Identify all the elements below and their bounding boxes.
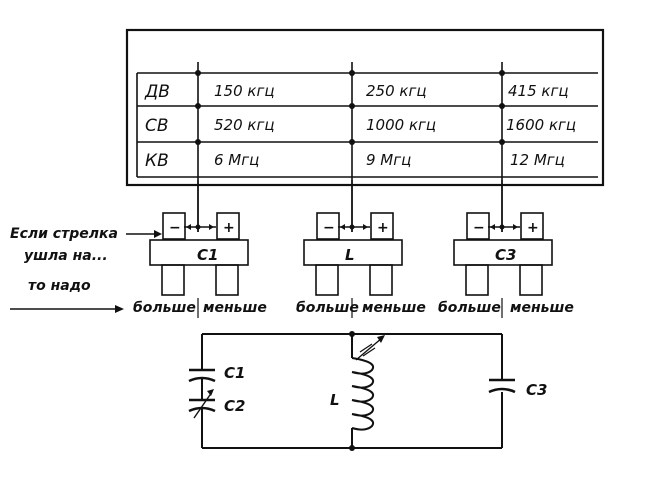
minus-sign: − xyxy=(323,220,335,236)
inductor-coil xyxy=(351,357,374,431)
inductor-variable-arrowhead xyxy=(377,335,385,343)
frequency-table: ДВ 150 кгц 250 кгц 415 кгц СВ 520 кгц 10… xyxy=(125,28,605,187)
minus-terminal xyxy=(162,212,186,240)
freq-cell: 12 Мгц xyxy=(510,151,565,169)
inductor-variable-arrow xyxy=(355,337,383,361)
minus-terminal xyxy=(466,212,490,240)
plus-terminal xyxy=(370,212,394,240)
junction-dot xyxy=(349,103,355,109)
instrument-leg-right xyxy=(215,264,239,296)
band-label-dv: ДВ xyxy=(144,82,170,102)
c3-plate-bottom xyxy=(488,387,516,394)
plus-terminal xyxy=(520,212,544,240)
inductor-core-line xyxy=(362,347,376,357)
plus-sign: + xyxy=(223,220,235,236)
needle-pivot xyxy=(499,224,505,230)
junction-dot xyxy=(349,139,355,145)
note-line-2: ушла на... xyxy=(24,248,108,264)
instrument-leg-right xyxy=(519,264,543,296)
freq-cell: 9 Мгц xyxy=(366,151,411,169)
instrument-leg-left xyxy=(161,264,185,296)
junction-dot xyxy=(195,139,201,145)
note-line-3: то надо xyxy=(28,278,91,294)
freq-cell: 150 кгц xyxy=(214,82,275,100)
band-label-kv: КВ xyxy=(145,151,169,171)
label-bolshe: больше xyxy=(296,300,359,316)
instrument-body xyxy=(303,239,403,266)
plus-sign: + xyxy=(377,220,389,236)
label-menshe: меньше xyxy=(510,300,574,316)
note-arrowhead xyxy=(154,230,162,238)
instrument-leg-left xyxy=(315,264,339,296)
label-menshe: меньше xyxy=(362,300,426,316)
label-bolshe: больше xyxy=(133,300,196,316)
freq-cell: 1000 кгц xyxy=(366,116,436,134)
junction-dot xyxy=(195,70,201,76)
label-c2: C2 xyxy=(224,397,245,415)
junction-dot xyxy=(499,103,505,109)
instrument-body xyxy=(453,239,553,266)
note-line-1: Если стрелка xyxy=(10,226,118,242)
c2-variable-arrowhead xyxy=(207,389,214,396)
freq-cell: 520 кгц xyxy=(214,116,275,134)
label-menshe: меньше xyxy=(203,300,267,316)
c2-variable-arrow xyxy=(193,391,213,419)
instrument-label: L xyxy=(345,246,355,264)
freq-cell: 1600 кгц xyxy=(506,116,576,134)
junction-dot xyxy=(499,139,505,145)
minus-terminal xyxy=(316,212,340,240)
label-bolshe: больше xyxy=(438,300,501,316)
junction-dot xyxy=(349,331,355,337)
plus-sign: + xyxy=(527,220,539,236)
needle-pivot xyxy=(195,224,201,230)
table-frame xyxy=(125,28,605,187)
instrument-leg-left xyxy=(465,264,489,296)
instrument-c3: − + C3 больше меньше xyxy=(438,212,574,318)
instrument-c1: − + C1 больше меньше xyxy=(133,212,267,318)
label-c1: C1 xyxy=(224,364,245,382)
instrument-leg-right xyxy=(369,264,393,296)
instrument-body xyxy=(149,239,249,266)
minus-sign: − xyxy=(473,220,485,236)
minus-sign: − xyxy=(169,220,181,236)
junction-dot xyxy=(499,70,505,76)
junction-dot xyxy=(349,70,355,76)
label-c3: C3 xyxy=(526,381,547,399)
junction-dot xyxy=(349,445,355,451)
junction-dot xyxy=(195,103,201,109)
freq-cell: 6 Мгц xyxy=(214,151,259,169)
instrument-label: C1 xyxy=(197,246,218,264)
lc-circuit: C1 C2 L C3 xyxy=(188,331,547,451)
instrument-l: − + L больше меньше xyxy=(296,212,426,318)
instruction-notes: Если стрелка ушла на... то надо xyxy=(10,226,162,313)
plus-terminal xyxy=(216,212,240,240)
instrument-label: C3 xyxy=(495,246,516,264)
note-long-arrowhead xyxy=(115,305,124,313)
inductor-core-line xyxy=(359,343,373,353)
label-l: L xyxy=(330,391,340,409)
band-label-sv: СВ xyxy=(145,116,169,136)
freq-cell: 415 кгц xyxy=(508,82,569,100)
freq-cell: 250 кгц xyxy=(366,82,427,100)
needle-pivot xyxy=(349,224,355,230)
